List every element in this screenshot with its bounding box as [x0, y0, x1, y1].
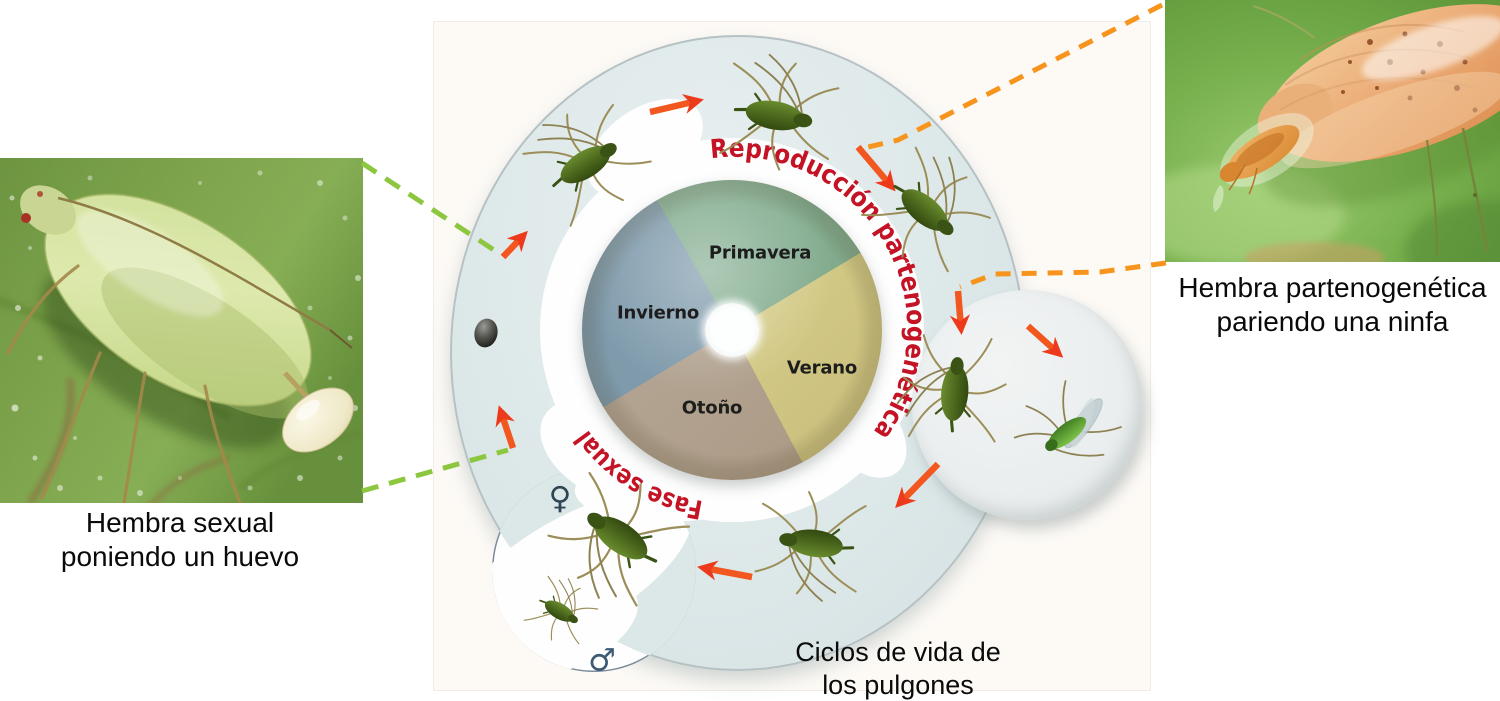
- season-label-spring: Primavera: [708, 242, 812, 264]
- leaf-speckles: [9, 170, 361, 496]
- right-caption-line1: Hembra partenogenética: [1178, 272, 1487, 303]
- male-symbol-icon: ♂: [588, 642, 616, 679]
- season-label-autumn: Otoño: [681, 397, 743, 419]
- wheel-hub: [705, 303, 759, 357]
- season-label-summer: Verano: [786, 357, 858, 379]
- seasons-wheel: Primavera Invierno Verano Otoño: [582, 180, 882, 480]
- aphid-legs: [6, 264, 242, 503]
- diagram-title: Ciclos de vida de los pulgones: [748, 636, 1048, 701]
- mother-antenna: [1252, 5, 1316, 39]
- left-photo-caption: Hembra sexual poniendo un huevo: [5, 506, 355, 573]
- aphid-antenna: [57, 196, 331, 332]
- title-line1: Ciclos de vida de: [795, 637, 1001, 667]
- parthenogenesis-sub-circle: [912, 290, 1142, 520]
- left-caption-line2: poniendo un huevo: [60, 540, 300, 572]
- left-caption-line1: Hembra sexual: [85, 507, 275, 538]
- egg-being-laid: [282, 387, 354, 453]
- right-caption-line2: pariendo una ninfa: [1216, 305, 1449, 337]
- photo-sexual-female-laying-egg: [0, 158, 363, 503]
- aphid-eye: [21, 213, 31, 223]
- right-photo-caption: Hembra partenogenética pariendo una ninf…: [1160, 271, 1500, 338]
- mother-leg: [1461, 127, 1489, 253]
- title-line2: los pulgones: [822, 669, 974, 700]
- photo-parthenogenetic-female-birth: [1165, 0, 1500, 262]
- season-label-winter: Invierno: [616, 302, 700, 324]
- female-symbol-icon: ♀: [548, 480, 572, 517]
